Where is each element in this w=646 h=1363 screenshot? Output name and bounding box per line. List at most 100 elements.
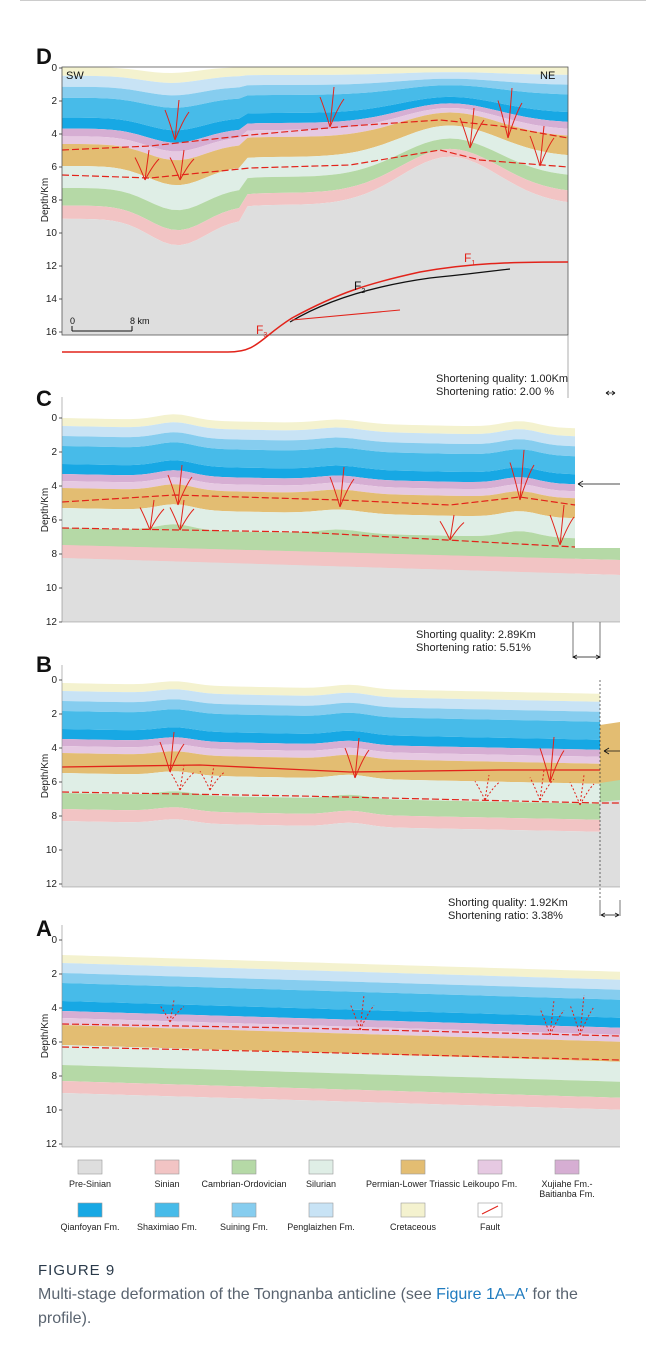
caption-text-start: Multi-stage deformation of the Tongnanba…	[38, 1286, 437, 1303]
shortening-2-ratio: Shortening ratio: 5.51%	[416, 642, 531, 654]
depth-tick-label: 0	[51, 935, 57, 946]
scale-bar: 0 8 km	[70, 316, 150, 332]
legend-label: Permian-Lower Triassic	[366, 1179, 461, 1189]
depth-tick-label: 2	[51, 447, 57, 458]
panel-d-ylabel: Depth/Km	[40, 178, 51, 222]
depth-tick-label: 12	[46, 617, 58, 628]
depth-tick-label: 0	[51, 413, 57, 424]
legend-item: Cambrian-Ordovician	[201, 1159, 287, 1189]
legend-label: Penglaizhen Fm.	[287, 1222, 355, 1232]
fault-f1-label: F1	[464, 251, 475, 267]
depth-tick-label: 6	[51, 777, 57, 788]
legend-swatch	[231, 1159, 257, 1175]
fault-f3-label: F3	[256, 323, 267, 339]
caption-figure-link[interactable]: Figure 1A–A′	[436, 1286, 529, 1303]
legend-item: Penglaizhen Fm.	[287, 1202, 355, 1232]
direction-sw: SW	[66, 70, 84, 82]
legend-swatch	[400, 1159, 426, 1175]
depth-tick-label: 10	[46, 583, 58, 594]
shortening-2-quality: Shorting quality: 2.89Km	[416, 629, 536, 641]
depth-tick-label: 12	[46, 879, 58, 890]
legend-item: Pre-Sinian	[69, 1159, 111, 1189]
detachment-faults	[62, 261, 569, 353]
legend-label: Shaximiao Fm.	[137, 1222, 197, 1232]
depth-tick-label: 8	[51, 1071, 57, 1082]
legend: Pre-Sinian Sinian Cambrian-Ordovician Silur…	[60, 1159, 595, 1232]
depth-tick-label: 16	[46, 327, 58, 338]
shortening-annotation-1: Shortening quality: 1.00Km Shortening ra…	[436, 335, 616, 398]
depth-tick-label: 4	[51, 129, 57, 140]
depth-tick-label: 8	[51, 195, 57, 206]
direction-ne: NE	[540, 70, 555, 82]
depth-tick-label: 10	[46, 845, 58, 856]
legend-swatch	[554, 1159, 580, 1175]
shortening-3-ratio: Shortening ratio: 3.38%	[448, 910, 563, 922]
panel-a-label: A	[36, 916, 52, 941]
scale-bar-end: 8 km	[130, 316, 150, 326]
legend-item: Fault	[477, 1202, 503, 1232]
depth-tick-label: 0	[51, 63, 57, 74]
shortening-1-quality: Shortening quality: 1.00Km	[436, 373, 568, 385]
panel-b-ylabel: Depth/Km	[40, 754, 51, 798]
legend-label: Cretaceous	[390, 1222, 437, 1232]
depth-tick-label: 6	[51, 1037, 57, 1048]
depth-tick-label: 2	[51, 969, 57, 980]
depth-tick-label: 8	[51, 549, 57, 560]
shortening-3-quality: Shorting quality: 1.92Km	[448, 897, 568, 909]
legend-item: Shaximiao Fm.	[137, 1202, 197, 1232]
legend-swatch	[477, 1159, 503, 1175]
depth-tick-label: 2	[51, 96, 57, 107]
depth-tick-label: 4	[51, 743, 57, 754]
depth-tick-label: 4	[51, 1003, 57, 1014]
panel-b-label: B	[36, 652, 52, 677]
legend-swatch	[308, 1159, 334, 1175]
legend-swatch	[308, 1202, 334, 1218]
depth-tick-label: 2	[51, 709, 57, 720]
legend-swatch	[154, 1202, 180, 1218]
legend-swatch	[231, 1202, 257, 1218]
legend-item: Leikoupo Fm.	[463, 1159, 517, 1189]
depth-tick-label: 12	[46, 1139, 58, 1150]
legend-swatch	[400, 1202, 426, 1218]
panel-c-label: C	[36, 386, 52, 411]
legend-swatch	[154, 1159, 180, 1175]
depth-tick-label: 8	[51, 811, 57, 822]
legend-item: Permian-Lower Triassic	[366, 1159, 461, 1189]
legend-label: Pre-Sinian	[69, 1179, 111, 1189]
legend-label: Sinian	[154, 1179, 179, 1189]
depth-tick-label: 6	[51, 515, 57, 526]
legend-item: Xujiahe Fm.-Baitianba Fm.	[539, 1159, 595, 1199]
legend-label: Xujiahe Fm.-	[541, 1179, 592, 1189]
legend-item: Suining Fm.	[220, 1202, 268, 1232]
shortening-annotation-3: Shorting quality: 1.92Km Shortening rati…	[448, 897, 621, 922]
shortening-annotation-2: Shorting quality: 2.89Km Shortening rati…	[416, 622, 601, 660]
legend-swatch	[77, 1202, 103, 1218]
depth-tick-label: 4	[51, 481, 57, 492]
legend-label: Silurian	[306, 1179, 336, 1189]
depth-tick-label: 14	[46, 294, 58, 305]
caption-text: Multi-stage deformation of the Tongnanba…	[38, 1283, 628, 1331]
scale-bar-start: 0	[70, 316, 75, 326]
fault-f2-label: F2	[354, 279, 365, 295]
figure-caption: FIGURE 9 Multi-stage deformation of the …	[38, 1262, 628, 1331]
panel-c: C 0 2 4 6 8 10 12 Depth/Km	[36, 386, 620, 628]
legend-label: Qianfoyan Fm.	[60, 1222, 119, 1232]
legend-item: Silurian	[306, 1159, 336, 1189]
legend-label: Suining Fm.	[220, 1222, 268, 1232]
shortening-1-ratio: Shortening ratio: 2.00 %	[436, 386, 554, 398]
legend-label: Cambrian-Ordovician	[201, 1179, 286, 1189]
depth-tick-label: 6	[51, 162, 57, 173]
legend-swatch	[77, 1159, 103, 1175]
legend-item: Cretaceous	[390, 1202, 437, 1232]
depth-tick-label: 10	[46, 228, 58, 239]
depth-tick-label: 12	[46, 261, 58, 272]
panel-c-ylabel: Depth/Km	[40, 488, 51, 532]
depth-tick-label: 10	[46, 1105, 58, 1116]
caption-label: FIGURE 9	[38, 1262, 116, 1279]
legend-item: Qianfoyan Fm.	[60, 1202, 120, 1232]
caption-text-end: for the profile).	[38, 1286, 578, 1327]
